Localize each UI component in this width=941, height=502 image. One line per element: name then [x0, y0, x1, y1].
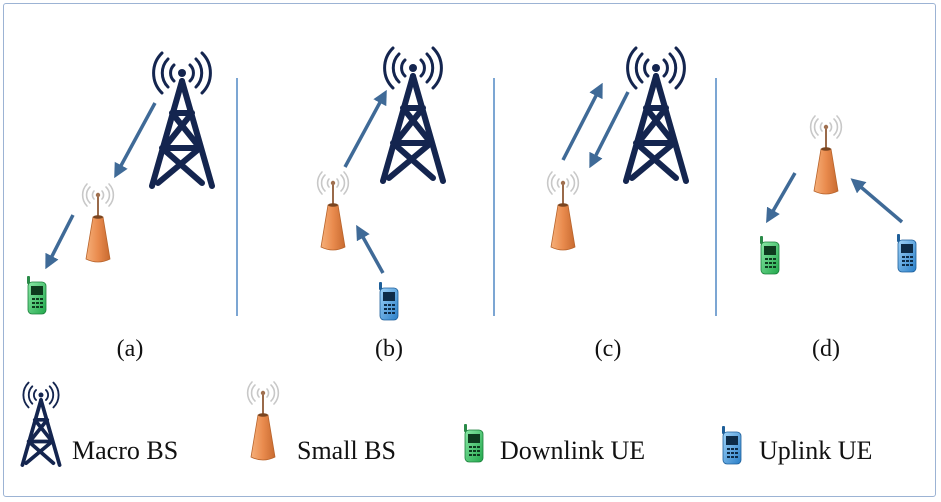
arrow — [356, 224, 385, 274]
panel-a — [26, 53, 212, 315]
panel-caption-d: (d) — [812, 336, 840, 362]
legend-uplink-ue-icon — [721, 425, 742, 465]
panel-caption-a: (a) — [116, 336, 144, 362]
panel-caption-c: (c) — [594, 336, 622, 362]
panel-b — [316, 48, 443, 321]
panel-d — [759, 115, 917, 275]
downlink-ue-icon — [759, 235, 780, 275]
legend-uplink-ue-label: Uplink UE — [759, 436, 873, 465]
small-bs-icon — [316, 171, 350, 251]
macro-bs-icon — [152, 53, 212, 186]
arrow — [343, 89, 387, 168]
arrow — [45, 214, 75, 270]
small-bs-icon — [809, 115, 843, 195]
macro-bs-icon — [626, 48, 686, 181]
arrow — [766, 172, 797, 224]
small-bs-icon — [546, 171, 580, 251]
legend-small-bs-label: Small BS — [297, 436, 396, 465]
panel-caption-b: (b) — [375, 336, 403, 362]
legend-macro-bs-icon — [20, 380, 62, 467]
arrow — [589, 91, 630, 169]
legend-macro-bs-label: Macro BS — [72, 436, 179, 465]
macro-bs-icon — [383, 48, 443, 181]
small-bs-icon — [81, 183, 115, 263]
arrow — [850, 178, 904, 224]
arrow — [114, 102, 157, 179]
uplink-ue-icon — [378, 281, 399, 321]
legend-small-bs-icon — [246, 381, 280, 461]
panel-c — [546, 48, 686, 251]
uplink-ue-icon — [896, 233, 917, 273]
legend-downlink-ue-icon — [463, 423, 484, 463]
figure-frame — [3, 3, 936, 497]
legend-downlink-ue-label: Downlink UE — [500, 436, 646, 465]
downlink-ue-icon — [26, 275, 47, 315]
arrow — [561, 82, 603, 161]
